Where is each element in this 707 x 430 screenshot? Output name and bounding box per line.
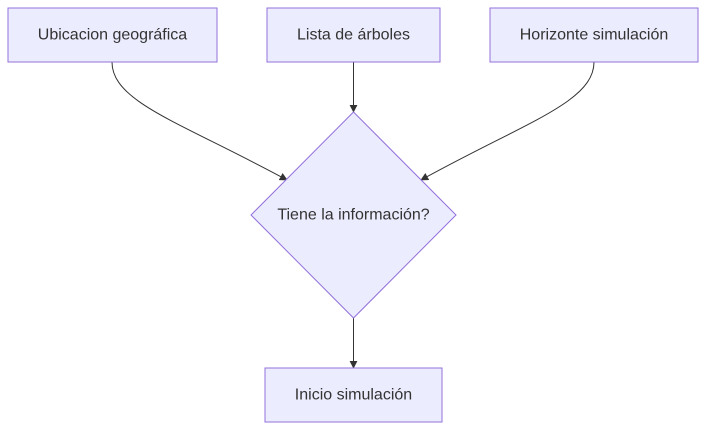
node-horizonte-label: Horizonte simulación bbox=[520, 27, 669, 44]
node-decision[interactable]: Tiene la información? bbox=[250, 111, 457, 319]
node-inicio-box bbox=[264, 367, 443, 423]
edges bbox=[111, 61, 595, 369]
node-inicio-label: Inicio simulación bbox=[295, 387, 412, 404]
edge-horizonte-to-decision bbox=[420, 61, 595, 181]
node-decision-label: Tiene la información? bbox=[277, 207, 429, 224]
node-decision-diamond bbox=[250, 111, 457, 319]
node-arboles-label: Lista de árboles bbox=[297, 27, 410, 44]
node-ubicacion-label: Ubicacion geográfica bbox=[38, 27, 188, 44]
node-inicio[interactable]: Inicio simulación bbox=[264, 367, 443, 423]
edge-ubicacion-to-decision bbox=[111, 61, 288, 181]
node-ubicacion-box bbox=[7, 7, 218, 63]
node-horizonte-box bbox=[489, 7, 699, 63]
node-ubicacion[interactable]: Ubicacion geográfica bbox=[7, 7, 218, 63]
node-horizonte[interactable]: Horizonte simulación bbox=[489, 7, 699, 63]
node-arboles[interactable]: Lista de árboles bbox=[266, 7, 441, 63]
node-arboles-box bbox=[266, 7, 441, 63]
